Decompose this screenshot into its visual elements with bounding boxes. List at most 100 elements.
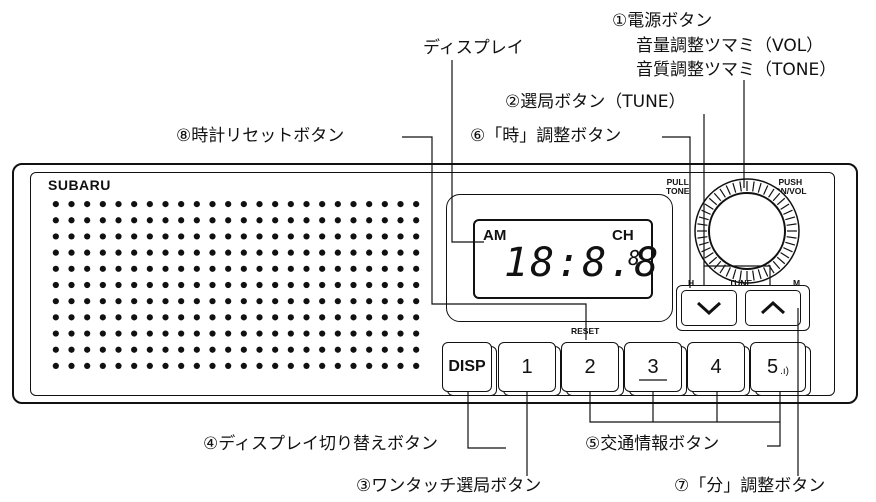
grille-dot <box>256 200 263 208</box>
grille-dot <box>287 249 294 256</box>
knob-ridge <box>785 216 796 221</box>
grille-dot <box>240 217 247 224</box>
grille-dot <box>287 314 294 321</box>
knob-ridge <box>785 241 796 246</box>
grille-dot <box>319 249 326 256</box>
grille-dot <box>209 314 216 321</box>
grille-dot <box>68 200 75 208</box>
grille-dot <box>225 217 232 224</box>
grille-dot <box>334 249 341 256</box>
grille-dot <box>334 200 341 208</box>
grille-dot <box>131 362 138 370</box>
grille-dot <box>146 362 153 370</box>
grille-dot <box>84 233 91 240</box>
grille-dot <box>287 330 294 337</box>
callout-tone-knob: 音質調整ツマミ（TONE） <box>636 60 837 80</box>
lcd-ch-indicator: CH <box>612 227 634 244</box>
grille-dot <box>350 330 357 337</box>
grille-dot <box>115 265 122 272</box>
grille-dot <box>162 249 169 256</box>
grille-dot <box>84 249 91 256</box>
tune-up-button[interactable] <box>745 290 801 326</box>
grille-dot <box>319 346 326 353</box>
grille-dot <box>256 281 263 289</box>
preset-button-2[interactable]: 2 <box>561 342 619 392</box>
grille-dot <box>256 362 263 370</box>
grille-dot <box>193 330 200 337</box>
grille-dot <box>334 362 341 370</box>
grille-dot <box>178 298 185 305</box>
grille-dot <box>319 233 326 240</box>
grille-dot <box>225 249 232 256</box>
preset-button-1[interactable]: 1 <box>498 342 556 392</box>
preset-5-label: 5 <box>766 355 779 378</box>
grille-dot <box>350 200 357 208</box>
grille-dot <box>146 346 153 353</box>
grille-dot <box>397 298 404 305</box>
grille-dot <box>381 330 388 337</box>
grille-dot <box>413 346 420 353</box>
grille-dot <box>272 362 279 370</box>
grille-dot <box>366 265 373 272</box>
grille-dot <box>350 265 357 272</box>
grille-dot <box>52 346 59 353</box>
grille-dot <box>240 200 247 208</box>
grille-dot <box>397 249 404 256</box>
preset-button-3[interactable]: 3 <box>624 342 682 392</box>
grille-dot <box>287 265 294 272</box>
tune-down-button[interactable] <box>681 290 737 326</box>
grille-dot <box>84 265 91 272</box>
grille-dot <box>381 200 388 208</box>
grille-dot <box>381 217 388 224</box>
power-volume-tone-knob[interactable] <box>692 176 802 286</box>
grille-dot <box>52 200 59 208</box>
grille-dot <box>146 281 153 289</box>
grille-dot <box>178 314 185 321</box>
grille-dot <box>366 200 373 208</box>
grille-dot <box>413 200 420 208</box>
grille-dot <box>115 346 122 353</box>
grille-dot <box>413 330 420 337</box>
grille-dot <box>209 362 216 370</box>
preset-button-5[interactable]: 5 .ı) <box>750 342 806 392</box>
lcd-am-indicator: AM <box>483 227 507 244</box>
grille-dot <box>272 330 279 337</box>
grille-dot <box>350 281 357 289</box>
grille-dot <box>350 346 357 353</box>
grille-dot <box>225 362 232 370</box>
grille-dot <box>319 265 326 272</box>
grille-dot <box>256 330 263 337</box>
grille-dot <box>381 249 388 256</box>
grille-dot <box>146 217 153 224</box>
knob-ridge <box>780 203 790 210</box>
grille-dot <box>99 249 106 256</box>
preset-button-4[interactable]: 4 <box>687 342 745 392</box>
grille-dot <box>52 314 59 321</box>
knob-ridge <box>780 252 790 259</box>
grille-dot <box>350 298 357 305</box>
grille-dot <box>272 233 279 240</box>
grille-dot <box>303 330 310 337</box>
grille-dot <box>287 200 294 208</box>
grille-dot <box>366 298 373 305</box>
grille-dot <box>240 314 247 321</box>
grille-dot <box>193 314 200 321</box>
grille-dot <box>303 362 310 370</box>
disp-button[interactable]: DISP <box>442 342 492 392</box>
grille-dot <box>334 217 341 224</box>
grille-dot <box>193 265 200 272</box>
callout-tune-button: ②選局ボタン（TUNE） <box>505 92 686 112</box>
grille-dot <box>68 265 75 272</box>
grille-dot <box>178 265 185 272</box>
grille-dot <box>68 330 75 337</box>
grille-dot <box>131 233 138 240</box>
grille-dot <box>334 265 341 272</box>
grille-dot <box>146 233 153 240</box>
tune-label: TUNE <box>729 278 753 288</box>
grille-dot <box>162 314 169 321</box>
grille-dot <box>84 200 91 208</box>
grille-dot <box>115 330 122 337</box>
grille-dot <box>146 314 153 321</box>
grille-dot <box>99 281 106 289</box>
